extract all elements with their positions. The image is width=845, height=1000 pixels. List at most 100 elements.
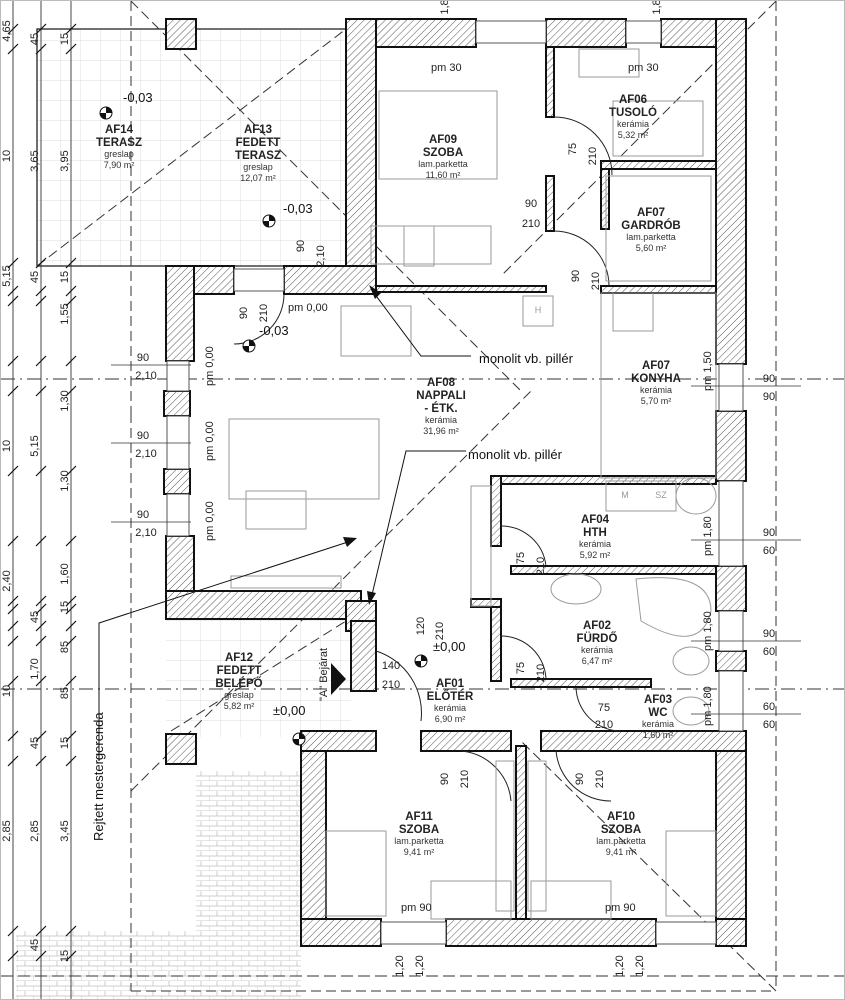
dimension-bottom: 1,20 [614, 955, 626, 976]
room-code: AF06 [619, 94, 647, 106]
dimension-tick [7, 43, 19, 55]
dimension-inner: 15 [59, 737, 71, 749]
room-code: AF09 [429, 134, 457, 146]
window [625, 20, 662, 44]
level-value: -0,03 [259, 323, 289, 338]
dimension-inner: 15 [59, 271, 71, 283]
dimension-top: 1,8 [651, 1, 663, 15]
door-width: 90 [439, 773, 451, 785]
room-name: SZOBA [423, 147, 463, 159]
room-material: lam.parketta [626, 232, 676, 242]
dimension-tick [65, 385, 77, 397]
dimension-tick [7, 925, 19, 937]
dimension-inner: 1,30 [59, 470, 71, 491]
wall [283, 265, 377, 295]
coffee-table [245, 490, 307, 530]
wall [375, 285, 547, 293]
level-value: ±0,00 [433, 639, 465, 654]
door-width: 75 [515, 552, 527, 564]
desk-chair [403, 225, 435, 267]
door-height: 210 [587, 147, 599, 165]
room-material: kerámia [434, 703, 466, 713]
level-markers [99, 106, 428, 746]
wall [300, 730, 327, 947]
sinks [550, 573, 602, 605]
kitchen-counter [600, 292, 717, 479]
dimension-bottom: 1,20 [394, 955, 406, 976]
room-area: 1,60 m² [643, 730, 674, 740]
dimension-tick [65, 43, 77, 55]
room-code: AF02 [583, 620, 611, 632]
wall [165, 265, 195, 362]
window-width: 90 [763, 373, 775, 385]
window-height: 60 [763, 545, 775, 557]
door-swing [375, 650, 422, 722]
dimension-tick [35, 535, 47, 547]
window [718, 480, 744, 567]
dimension-mid: 45 [29, 271, 41, 283]
window-height: 2,10 [135, 448, 156, 460]
room-name: TUSOLÓ [609, 106, 657, 119]
level-marker-fill [293, 733, 305, 745]
parapet-height: pm 1,80 [702, 516, 714, 556]
room-material: kerámia [581, 645, 613, 655]
entrance-arrow-icon [331, 663, 346, 695]
parapet-height: pm 1,50 [702, 351, 714, 391]
terrace-paving [16, 28, 351, 999]
window [166, 493, 190, 537]
wardrobe [605, 175, 712, 282]
wall [163, 468, 191, 495]
level-value: -0,03 [123, 90, 153, 105]
room-name: - ÉTK. [424, 402, 457, 415]
dimension-tick [7, 950, 19, 962]
dimension-tick [7, 535, 19, 547]
dimension-mid: 1,70 [29, 658, 41, 679]
parapet-height: pm 30 [431, 62, 462, 74]
wall [545, 18, 627, 48]
room-code: AF03 [644, 694, 672, 706]
parapet-height: pm 0,00 [204, 421, 216, 461]
dimension-tick [35, 950, 47, 962]
room-area: 7,90 m² [104, 160, 135, 170]
door-height: 210 [459, 770, 471, 788]
window [718, 610, 744, 652]
bathtub [635, 577, 712, 637]
level-marker-fill [243, 340, 255, 352]
room-name: BELÉPŐ [215, 677, 262, 690]
door-width: 90 [570, 270, 582, 282]
dimension-tick [35, 675, 47, 687]
appliance-label: H [535, 305, 542, 315]
dimension-tick [7, 285, 19, 297]
dimension-tick [7, 730, 19, 742]
wall [165, 18, 197, 50]
dimension-tick [65, 950, 77, 962]
dimension-tick [35, 285, 47, 297]
dimension-tick [7, 295, 19, 307]
dimension-mid: 45 [29, 611, 41, 623]
wall [300, 730, 377, 752]
wall [545, 46, 555, 118]
dining-table [340, 305, 412, 357]
tv-unit [230, 575, 342, 589]
door-swing [575, 686, 622, 732]
room-material: kerámia [425, 415, 457, 425]
dimension-inner: 15 [59, 601, 71, 613]
door-height: 210 [535, 664, 547, 682]
appliance-label: M [621, 490, 629, 500]
dimension-inner: 1,30 [59, 390, 71, 411]
room-name: SZOBA [399, 824, 439, 836]
dimension-inner: 85 [59, 641, 71, 653]
room-material: lam.parketta [418, 159, 468, 169]
dimension-tick [7, 595, 19, 607]
dimension-tick [65, 257, 77, 269]
dimension-bottom: 1,20 [634, 955, 646, 976]
parapet-height: pm 0,00 [204, 501, 216, 541]
entrance-label: "A" Bejárat [318, 648, 330, 701]
dimension-tick [65, 620, 77, 632]
bed-double [378, 90, 498, 180]
